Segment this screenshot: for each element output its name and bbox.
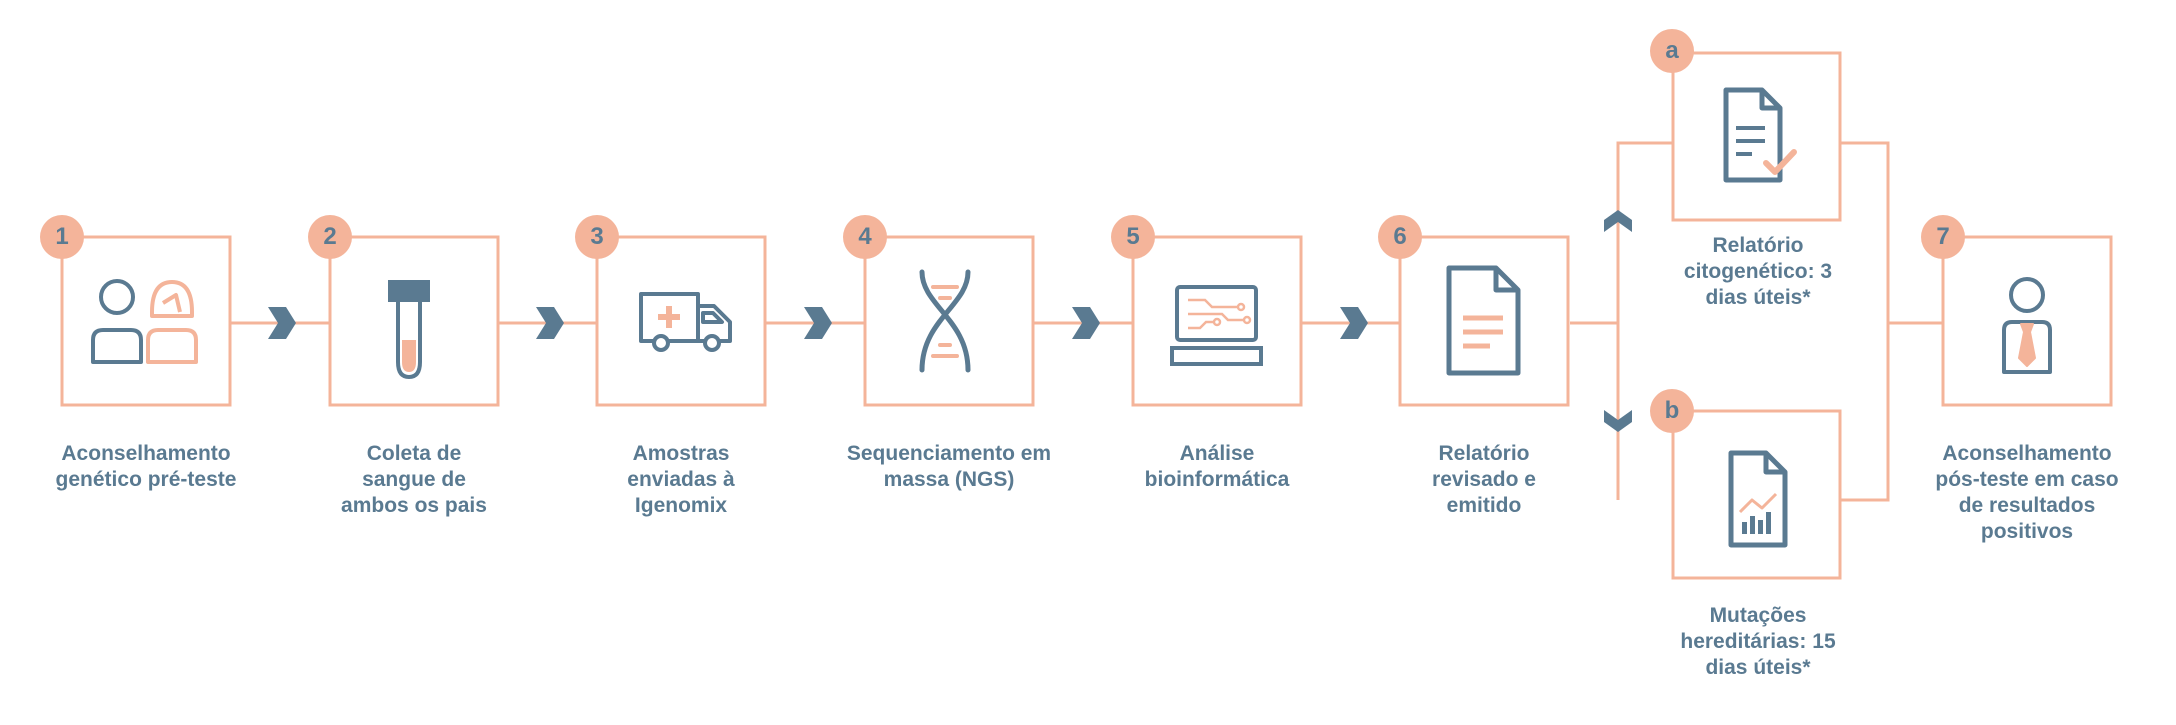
step-box-2 <box>328 235 500 407</box>
people-icon <box>91 279 198 364</box>
flow-arrow-2 <box>536 307 564 339</box>
step-label-6: Relatório revisado e emitido <box>1432 442 1536 517</box>
step-label-5: Análise bioinformática <box>1144 442 1290 491</box>
step-boxes <box>60 51 2113 580</box>
step-number-7: 7 <box>1921 215 1965 259</box>
step-box-3 <box>595 235 767 407</box>
step-box-6 <box>1398 235 1570 407</box>
document-chart-icon <box>1728 450 1788 548</box>
step-number-3: 3 <box>575 215 619 259</box>
step-number-6: 6 <box>1378 215 1422 259</box>
test-tube-icon <box>388 280 430 380</box>
branch-letter-b: b <box>1650 389 1694 433</box>
computer-icon <box>1170 285 1263 366</box>
branch-label-a: Relatório citogenético: 3 dias úteis* <box>1683 234 1833 309</box>
step-number-5: 5 <box>1111 215 1155 259</box>
flow-arrow-down <box>1604 410 1632 432</box>
flow-arrows <box>268 210 1632 432</box>
consultant-icon <box>2002 277 2052 374</box>
step-number-4: 4 <box>843 215 887 259</box>
branch-box-a <box>1671 51 1842 222</box>
flow-arrow-4 <box>1072 307 1100 339</box>
dna-icon <box>919 269 971 373</box>
branch-letter-a: a <box>1650 29 1694 73</box>
document-icon <box>1446 265 1521 376</box>
flow-arrow-3 <box>804 307 832 339</box>
flow-arrow-up <box>1604 210 1632 232</box>
step-label-1: Aconselhamento genético pré-teste <box>55 442 237 491</box>
branch-box-b <box>1671 409 1842 580</box>
step-number-1: 1 <box>40 215 84 259</box>
step-label-3: Amostras enviadas à Igenomix <box>627 442 735 517</box>
ambulance-icon <box>639 292 732 352</box>
step-label-4: Sequenciamento em massa (NGS) <box>846 442 1052 491</box>
step-label-7: Aconselhamento pós-teste em caso de resu… <box>1935 442 2119 543</box>
step-label-2: Coleta de sangue de ambos os pais <box>341 442 487 517</box>
flow-arrow-5 <box>1340 307 1368 339</box>
document-check-icon <box>1723 87 1797 183</box>
step-box-1 <box>60 235 232 407</box>
step-box-5 <box>1131 235 1303 407</box>
step-number-2: 2 <box>308 215 352 259</box>
branch-label-b: Mutações hereditárias: 15 dias úteis* <box>1680 604 1836 679</box>
flow-arrow-1 <box>268 307 296 339</box>
